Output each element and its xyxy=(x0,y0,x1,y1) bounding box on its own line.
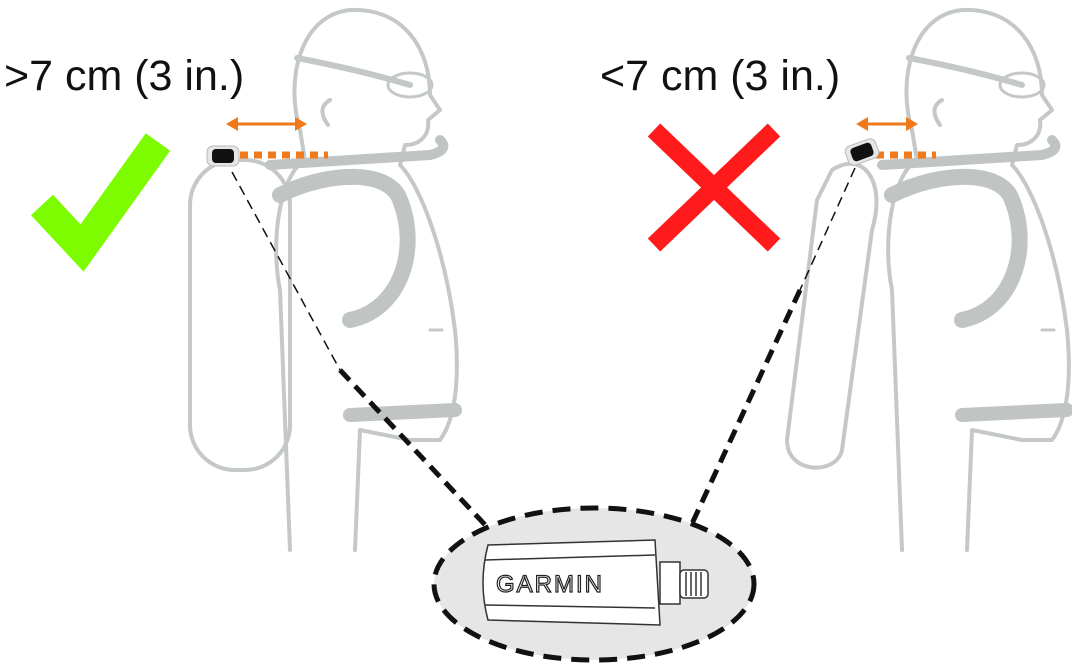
distance-arrow-left xyxy=(226,117,307,131)
diver-left xyxy=(188,7,462,552)
distance-arrow-right xyxy=(856,117,918,131)
check-mark-icon xyxy=(31,133,171,272)
diver-right xyxy=(785,7,1072,552)
callout-line-left xyxy=(231,171,490,530)
callout-line-right xyxy=(687,167,856,530)
device-brand: GARMIN xyxy=(496,571,604,598)
bad-distance-label: <7 cm (3 in.) xyxy=(600,52,841,100)
good-distance-label: >7 cm (3 in.) xyxy=(4,52,245,100)
x-mark-icon xyxy=(647,123,781,252)
garmin-transmitter xyxy=(482,539,709,626)
transmitter-right xyxy=(844,138,880,166)
